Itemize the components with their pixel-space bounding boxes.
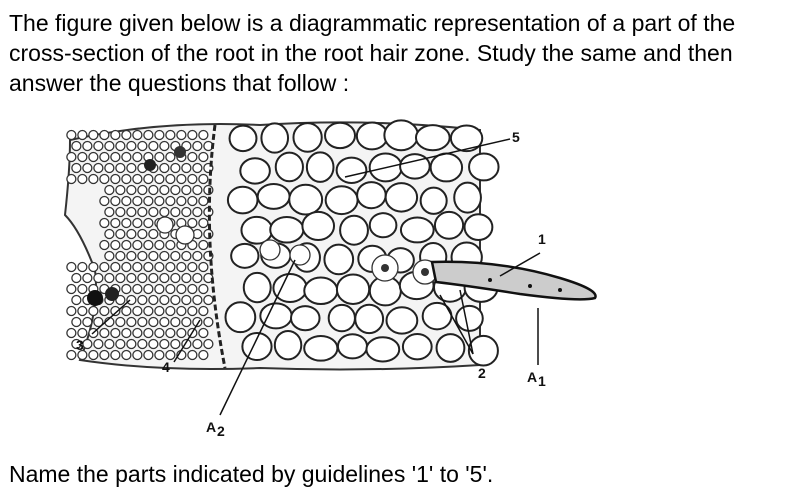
svg-text:A: A (527, 369, 537, 385)
prompt-text: Name the parts indicated by guidelines '… (9, 461, 494, 487)
label-4: 4 (162, 359, 170, 375)
guidelines (91, 138, 541, 416)
label-1: 1 (538, 231, 546, 247)
label-a2: A 2 (206, 419, 225, 439)
label-3: 3 (76, 337, 84, 353)
stele-cells (66, 129, 214, 361)
label-5: 5 (512, 129, 520, 145)
label-a1: A 1 (527, 369, 546, 389)
svg-text:2: 2 (217, 423, 225, 439)
svg-text:1: 1 (538, 373, 546, 389)
nuclei-row (156, 216, 438, 285)
root-hair (430, 260, 597, 301)
question-text: The figure given below is a diagrammatic… (9, 10, 736, 96)
svg-text:A: A (206, 419, 216, 435)
endodermis-band (207, 124, 227, 369)
label-2: 2 (478, 365, 486, 381)
dark-spots (87, 146, 186, 306)
root-cross-section-diagram: 5 1 2 A 1 3 4 A 2 (63, 119, 597, 439)
